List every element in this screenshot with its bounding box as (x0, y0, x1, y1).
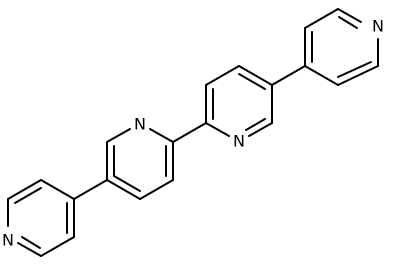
bond (40, 236, 75, 257)
bond (238, 65, 273, 86)
bond (238, 73, 266, 90)
bond (304, 8, 339, 29)
bond (106, 179, 141, 200)
bond (7, 179, 42, 200)
ring-right-pyridine (304, 8, 379, 86)
bond (337, 8, 362, 23)
biaryl-bond (172, 122, 207, 143)
nitrogen-atom-label: N (2, 231, 14, 250)
ring-bipyridine-b (205, 65, 273, 137)
bond (113, 175, 141, 192)
ring-left-pyridine (7, 179, 75, 257)
bond (21, 236, 41, 249)
nitrogen-atom-label: N (134, 115, 146, 134)
nitrogen-atom-label: N (372, 17, 384, 36)
ring-bipyridine-a (106, 128, 174, 200)
nitrogen-atom-label: N (233, 132, 245, 151)
biaryl-bond (271, 65, 306, 86)
biaryl-bond (73, 179, 108, 200)
bond (337, 65, 379, 86)
bond (245, 118, 266, 131)
bond (106, 128, 131, 143)
bond (304, 65, 339, 86)
bond (205, 122, 230, 137)
bond (40, 179, 75, 200)
bond (149, 128, 174, 143)
bond (139, 179, 174, 200)
bond (205, 65, 240, 86)
atom-labels: N N N N (2, 17, 384, 250)
bond (14, 187, 42, 204)
bond (248, 122, 273, 137)
bond (338, 16, 358, 29)
bond (337, 61, 372, 78)
bond (17, 242, 42, 257)
